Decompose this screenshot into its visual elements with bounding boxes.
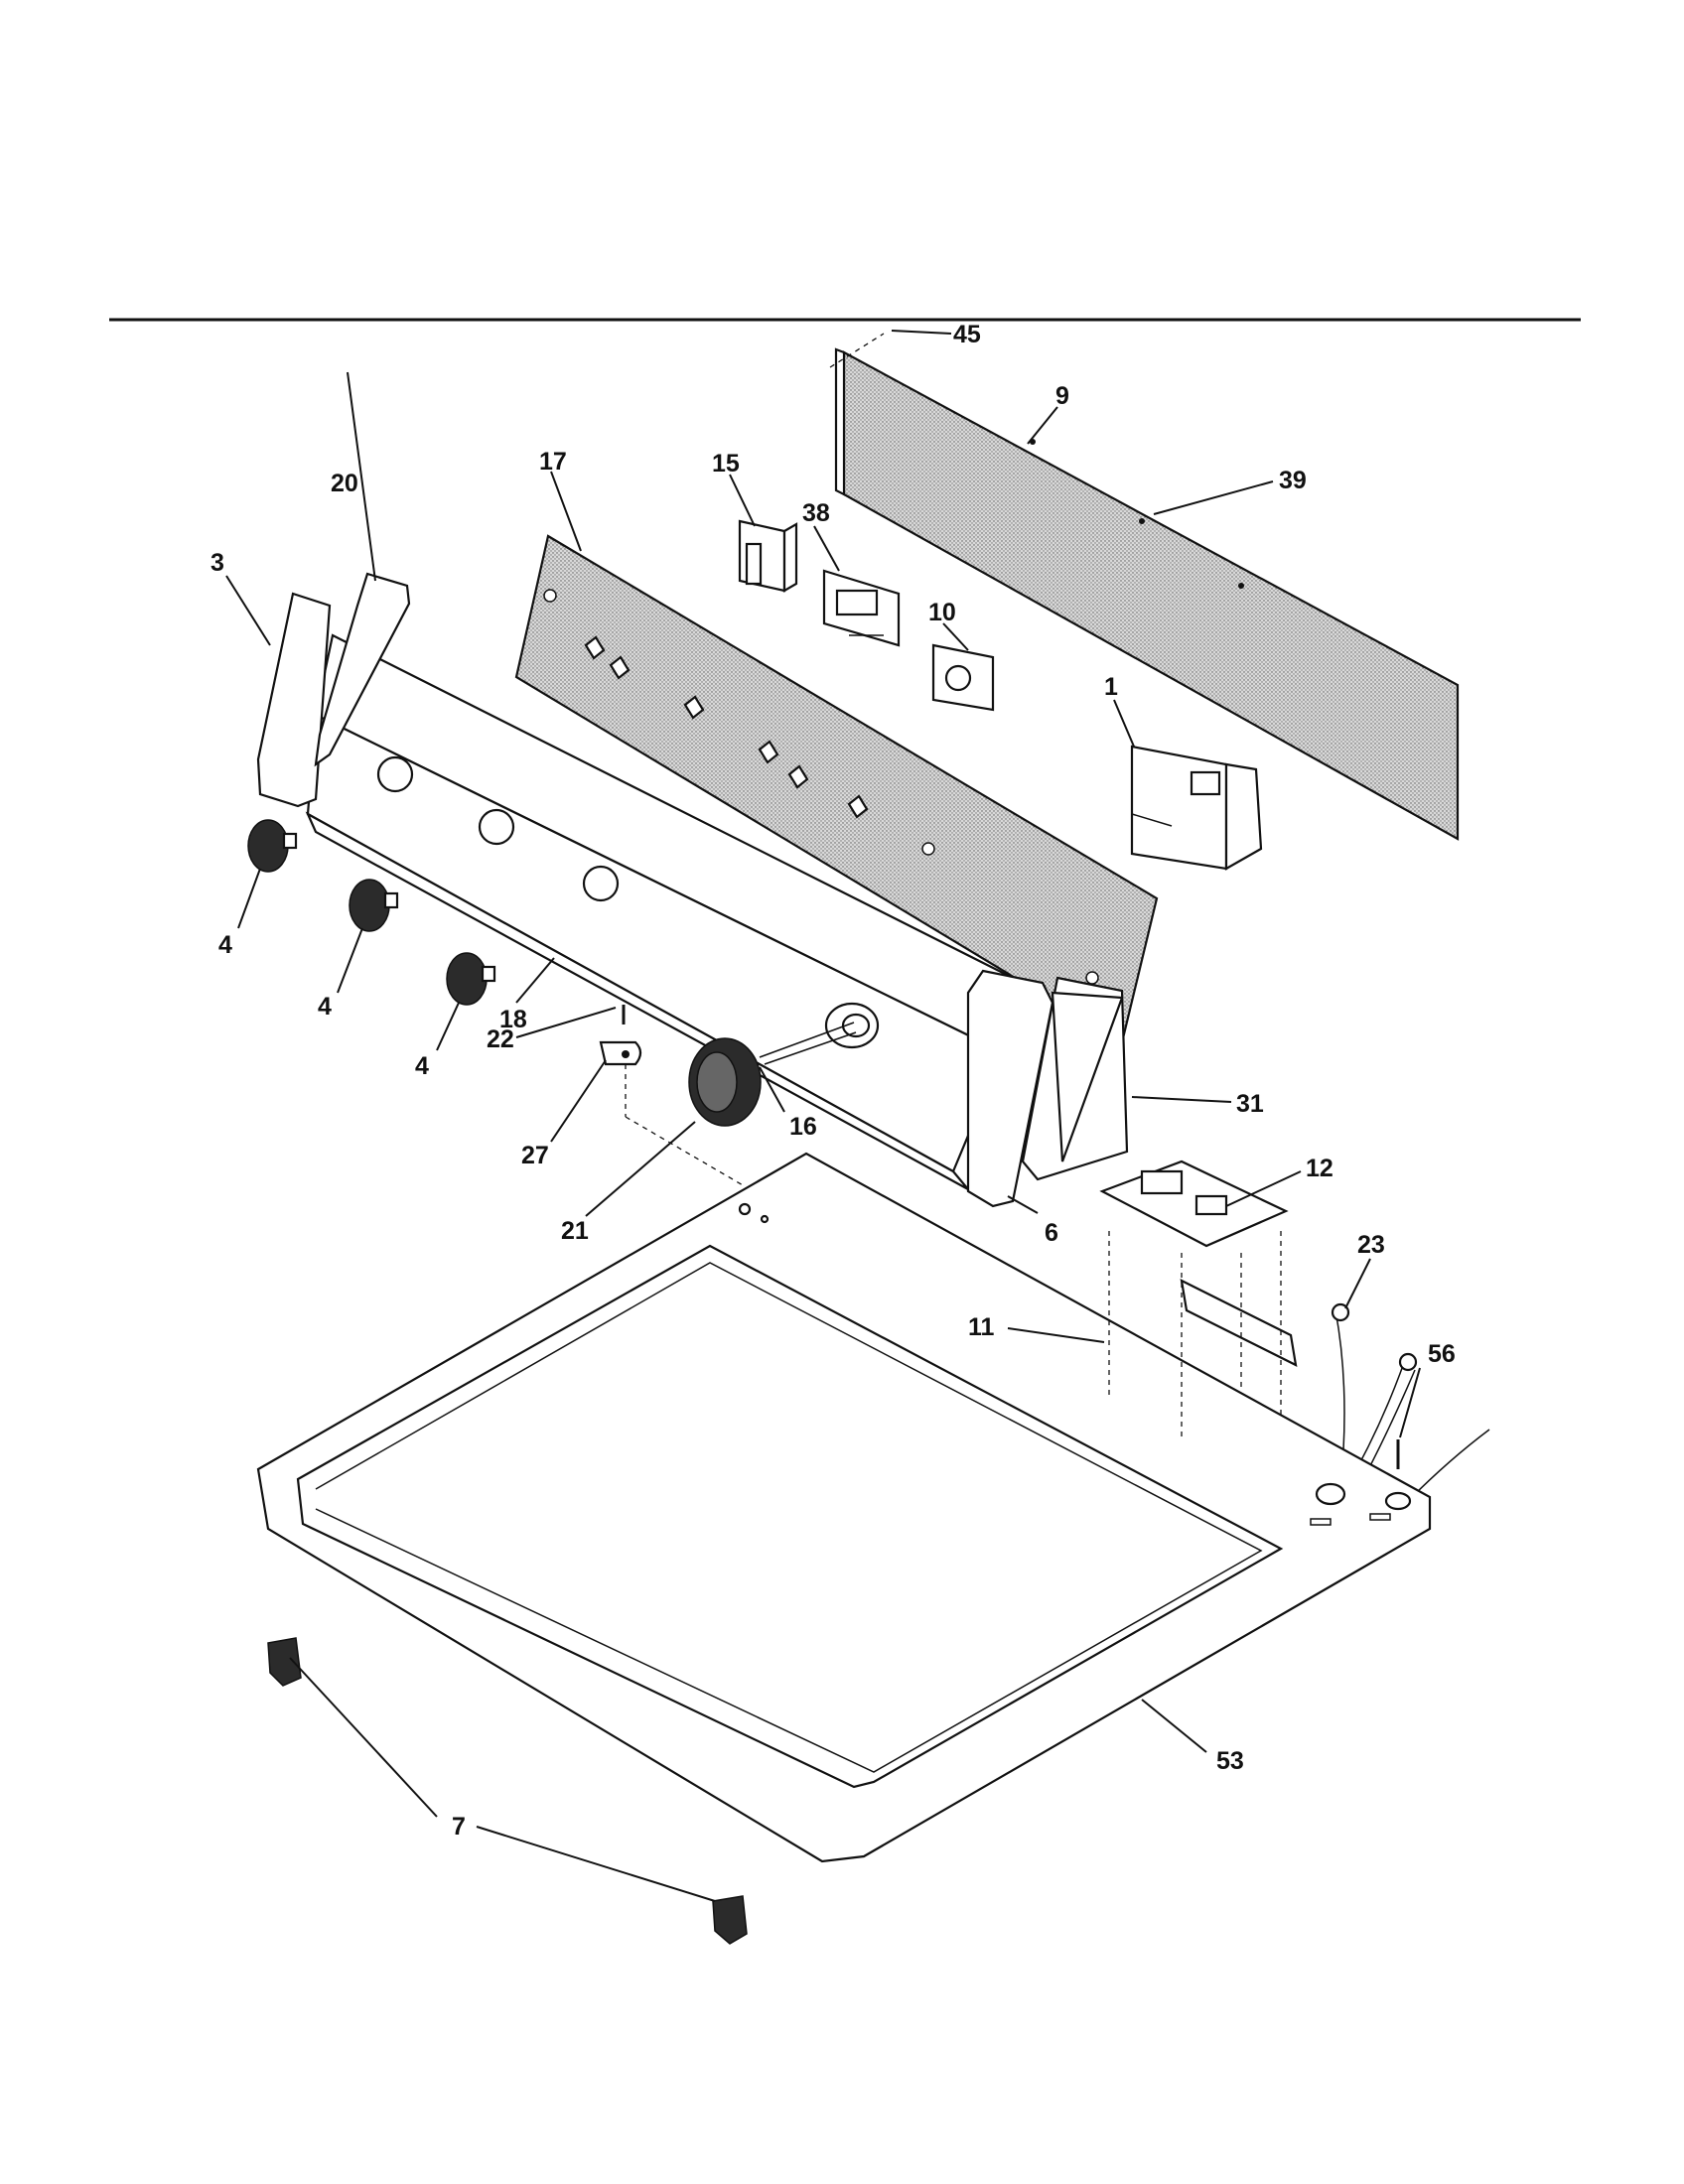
callout-3: 3 <box>210 549 224 577</box>
top-part-53 <box>256 1152 1432 1863</box>
leader-lines <box>225 330 1421 1902</box>
foot-part-7-b <box>712 1895 748 1945</box>
callout-9: 9 <box>1055 382 1069 410</box>
timer-knob-part-21 <box>688 1037 762 1127</box>
callout-56: 56 <box>1428 1340 1456 1368</box>
callout-22: 22 <box>487 1025 514 1053</box>
callout-23: 23 <box>1357 1231 1385 1259</box>
knob-part-4-a <box>247 819 298 873</box>
callout-1: 1 <box>1104 673 1118 701</box>
callout-16: 16 <box>789 1113 817 1141</box>
callout-31: 31 <box>1236 1090 1264 1118</box>
right-end-cap-part-6 <box>966 969 1054 1208</box>
bracket-part-20 <box>314 572 411 767</box>
callout-labels: 45 9 39 17 15 38 20 3 10 1 4 4 4 18 22 2… <box>210 321 1456 1841</box>
left-end-cap-part-3 <box>256 592 332 808</box>
rear-panel-part-9 <box>829 333 1460 841</box>
callout-45: 45 <box>953 321 981 348</box>
callout-10: 10 <box>928 599 956 626</box>
alignment-lines <box>625 1064 1282 1439</box>
callout-39: 39 <box>1279 467 1307 494</box>
callout-18: 18 <box>499 1006 527 1033</box>
switch-part-10 <box>931 643 995 712</box>
callout-7: 7 <box>452 1813 466 1841</box>
callout-20: 20 <box>331 470 358 497</box>
callout-38: 38 <box>802 499 830 527</box>
right-housing-part-31 <box>1021 976 1129 1181</box>
back-panel-part-17 <box>514 534 1159 1044</box>
control-console-part-18 <box>305 633 1015 1190</box>
knob-part-4-b <box>349 879 399 932</box>
callout-11: 11 <box>968 1313 995 1341</box>
callout-6: 6 <box>1045 1219 1058 1247</box>
callout-12: 12 <box>1306 1155 1333 1182</box>
switch-part-15 <box>738 519 798 593</box>
control-board-part-12 <box>1099 1160 1289 1248</box>
wire-harness-part-23 <box>1331 1302 1418 1495</box>
callout-4-b: 4 <box>318 993 332 1021</box>
timer-part-1 <box>1130 745 1263 871</box>
callout-4-a: 4 <box>218 931 232 959</box>
switch-part-38 <box>822 569 901 647</box>
clip-part-27 <box>599 1040 642 1066</box>
callout-17: 17 <box>539 448 567 476</box>
callout-53: 53 <box>1216 1747 1244 1775</box>
callout-4-c: 4 <box>415 1052 429 1080</box>
knob-part-4-c <box>446 952 496 1006</box>
foot-part-7-a <box>267 1637 302 1687</box>
callout-21: 21 <box>561 1217 589 1245</box>
callout-15: 15 <box>712 450 740 478</box>
callout-27: 27 <box>521 1142 549 1169</box>
shaft-part-16 <box>759 1022 857 1065</box>
